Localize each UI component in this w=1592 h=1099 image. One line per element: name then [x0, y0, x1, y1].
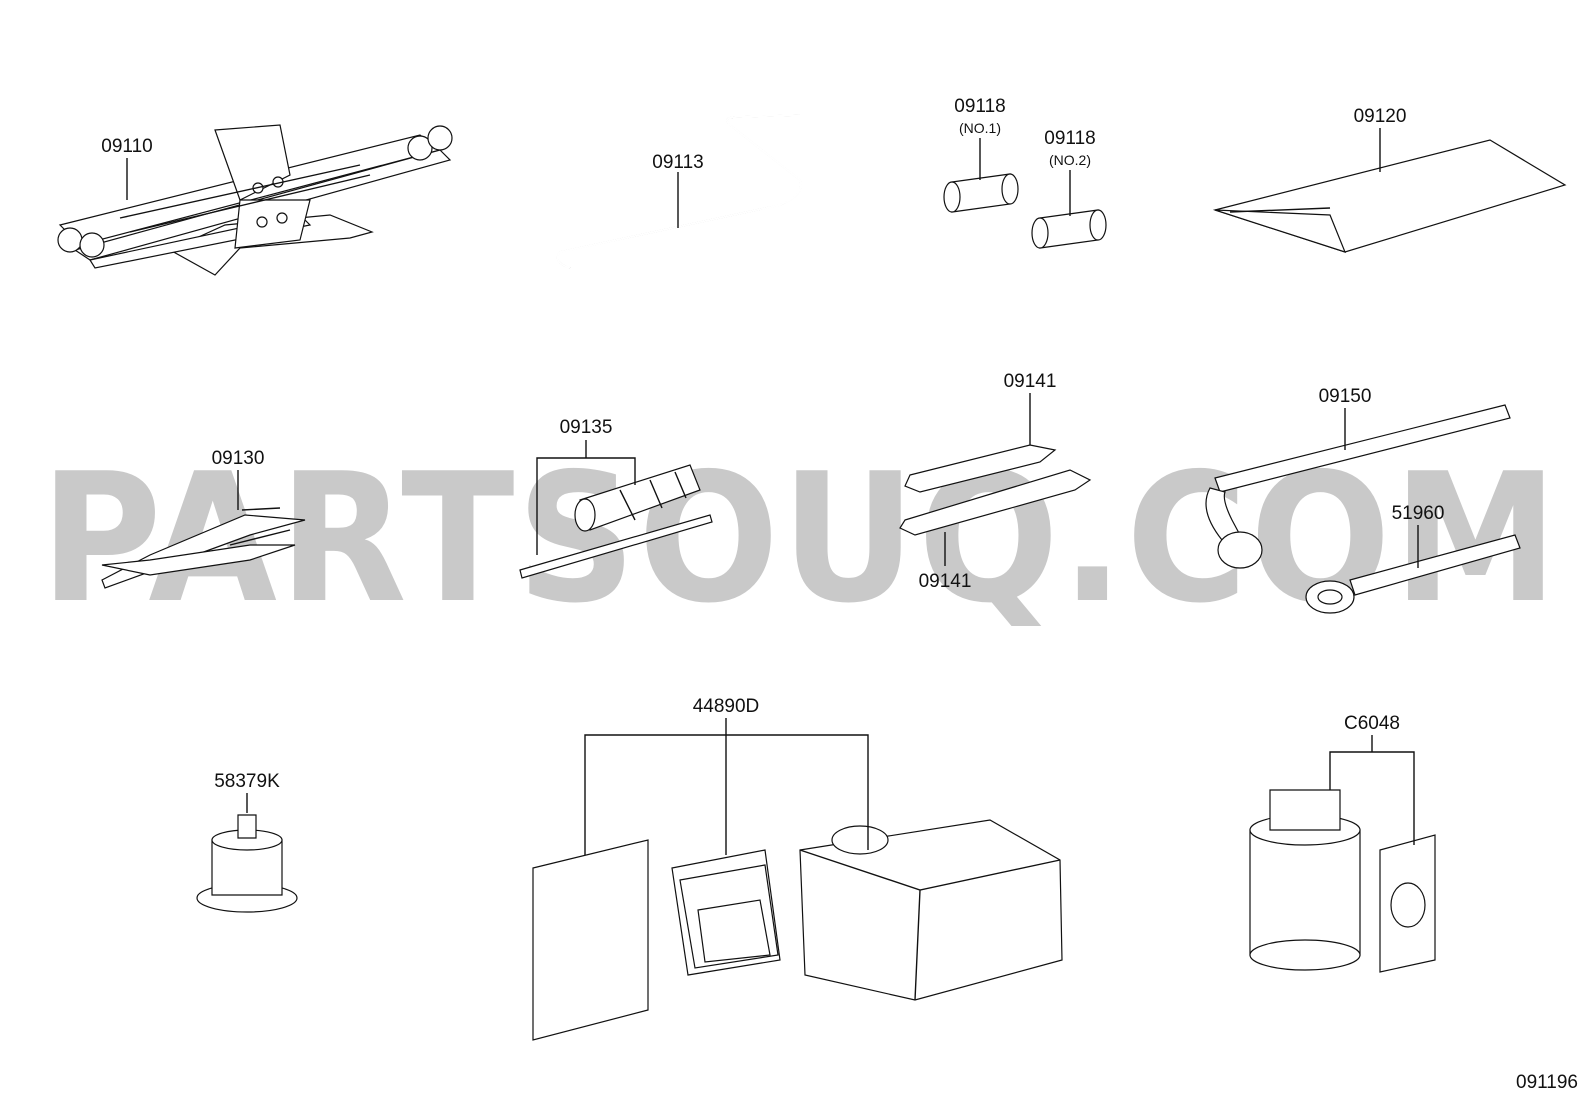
part-number-09135[interactable]: 09135: [560, 417, 613, 438]
towing-eye-illustration: [1305, 534, 1521, 614]
part-number-09141-top[interactable]: 09141: [1004, 371, 1057, 392]
adapter-no2-illustration: [1031, 209, 1107, 249]
part-sub-09118-no2: (NO.2): [1049, 152, 1091, 168]
cap-illustration: [196, 814, 298, 913]
part-number-c6048[interactable]: C6048: [1344, 713, 1400, 734]
screwdriver-illustration: [519, 464, 713, 579]
part-number-58379k[interactable]: 58379K: [214, 771, 280, 792]
part-number-09118-no1[interactable]: 09118: [954, 96, 1005, 117]
jack-illustration: [57, 124, 453, 276]
part-number-09150[interactable]: 09150: [1319, 386, 1372, 407]
part-number-09118-no2[interactable]: 09118: [1044, 128, 1095, 149]
adapter-no1-illustration: [943, 173, 1019, 213]
pliers-illustration: [101, 507, 306, 589]
sealant-kit-illustration: [1249, 789, 1436, 973]
part-number-09120[interactable]: 09120: [1354, 106, 1407, 127]
part-number-09113[interactable]: 09113: [652, 152, 703, 173]
part-number-09141-bottom[interactable]: 09141: [919, 571, 972, 592]
part-number-09110[interactable]: 09110: [101, 136, 152, 157]
wrenches-illustration: [899, 444, 1092, 536]
jack-handle-illustration: [556, 114, 802, 269]
part-number-09130[interactable]: 09130: [212, 448, 265, 469]
part-number-51960[interactable]: 51960: [1392, 503, 1445, 524]
diagram-code: 091196: [1516, 1072, 1578, 1093]
part-number-44890d[interactable]: 44890D: [693, 696, 760, 717]
tire-repair-kit-illustration: [532, 819, 1063, 1041]
part-sub-09118-no1: (NO.1): [959, 120, 1001, 136]
tool-bag-illustration: [1212, 139, 1567, 253]
lug-wrench-illustration: [1205, 404, 1511, 569]
